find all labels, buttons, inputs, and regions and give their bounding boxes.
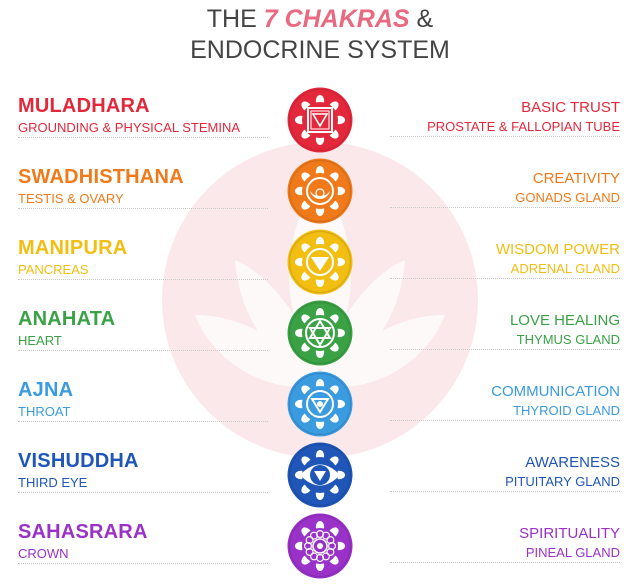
chakra-row-manipura: MANIPURA PANCREAS WISDOM POWER ADRENAL GLAN… [0, 224, 640, 304]
anahata-chakra-icon [287, 300, 353, 366]
chakra-body-area: THROAT [18, 404, 71, 419]
chakra-name: VISHUDDHA [18, 450, 139, 472]
chakra-right-text: SPIRITUALITY PINEAL GLAND [390, 525, 620, 563]
chakra-gland: PITUITARY GLAND [505, 474, 620, 489]
swadhisthana-chakra-icon [287, 158, 353, 224]
chakra-quality: LOVE HEALING [509, 312, 620, 329]
chakra-gland: PROSTATE & FALLOPIAN TUBE [427, 119, 620, 134]
chakra-right-text: CREATIVITY GONADS GLAND [390, 170, 620, 208]
chakra-gland: THYROID GLAND [513, 403, 620, 418]
chakra-quality: BASIC TRUST [521, 99, 620, 116]
title-highlight: 7 CHAKRAS [263, 5, 410, 33]
chakra-right-text: LOVE HEALING THYMUS GLAND [390, 312, 620, 350]
chakra-right-text: COMMUNICATION THYROID GLAND [390, 383, 620, 421]
chakra-row-muladhara: MULADHARA GROUNDING & PHYSICAL STEMINA BAS… [0, 82, 640, 162]
title-ampersand: & [416, 5, 434, 33]
chakra-row-vishuddha: VISHUDDHA THIRD EYE AWARENESS PITUITARY GLA… [0, 437, 640, 517]
chakra-row-swadhisthana: SWADHISTHANA TESTIS & OVARY CREATIVITY GONA… [0, 153, 640, 233]
chakra-left-text: SAHASRARA CROWN [18, 521, 268, 564]
chakra-left-text: MULADHARA GROUNDING & PHYSICAL STEMINA [18, 95, 268, 138]
divider [18, 492, 268, 493]
chakra-body-area: TESTIS & OVARY [18, 191, 124, 206]
chakra-quality: SPIRITUALITY [519, 525, 620, 542]
chakra-row-sahasrara: SAHASRARA CROWN SPIRITUALITY PINEAL GLAND [0, 508, 640, 588]
chakra-quality: CREATIVITY [532, 170, 620, 187]
chakra-name: MANIPURA [18, 237, 128, 259]
chakra-left-text: SWADHISTHANA TESTIS & OVARY [18, 166, 268, 209]
chakra-right-text: AWARENESS PITUITARY GLAND [390, 454, 620, 492]
vishuddha-chakra-icon [287, 442, 353, 508]
chakra-quality: COMMUNICATION [491, 383, 620, 400]
chakra-left-text: ANAHATA HEART [18, 308, 268, 351]
divider [390, 207, 620, 208]
divider [18, 279, 268, 280]
divider [18, 350, 268, 351]
sahasrara-chakra-icon [287, 513, 353, 579]
chakra-body-area: HEART [18, 333, 62, 348]
chakra-quality: AWARENESS [525, 454, 620, 471]
chakra-left-text: AJNA THROAT [18, 379, 268, 422]
chakra-name: SWADHISTHANA [18, 166, 184, 188]
divider [390, 278, 620, 279]
manipura-chakra-icon [287, 229, 353, 295]
chakra-name: ANAHATA [18, 308, 116, 330]
chakra-body-area: GROUNDING & PHYSICAL STEMINA [18, 120, 240, 135]
chakra-body-area: PANCREAS [18, 262, 89, 277]
muladhara-chakra-icon [287, 87, 353, 153]
chakra-row-ajna: AJNA THROAT COMMUNICATION THYROID GLAND [0, 366, 640, 446]
divider [18, 563, 268, 564]
chakra-left-text: MANIPURA PANCREAS [18, 237, 268, 280]
divider [390, 349, 620, 350]
chakra-quality: WISDOM POWER [495, 241, 620, 258]
chakra-gland: GONADS GLAND [515, 190, 620, 205]
chakra-body-area: THIRD EYE [18, 475, 88, 490]
chakra-name: SAHASRARA [18, 521, 148, 543]
divider [390, 491, 620, 492]
chakra-left-text: VISHUDDHA THIRD EYE [18, 450, 268, 493]
divider [390, 136, 620, 137]
divider [18, 421, 268, 422]
chakra-row-anahata: ANAHATA HEART LOVE HEALING THYMUS GLAND [0, 295, 640, 375]
chakra-name: AJNA [18, 379, 74, 401]
chakra-gland: PINEAL GLAND [525, 545, 620, 560]
chakra-gland: ADRENAL GLAND [510, 261, 620, 276]
chakra-body-area: CROWN [18, 546, 69, 561]
chakra-right-text: WISDOM POWER ADRENAL GLAND [390, 241, 620, 279]
divider [18, 137, 268, 138]
page-title-line-1: THE 7 CHAKRAS & [0, 4, 640, 34]
ajna-chakra-icon [287, 371, 353, 437]
chakra-gland: THYMUS GLAND [516, 332, 620, 347]
divider [390, 562, 620, 563]
chakra-name: MULADHARA [18, 95, 150, 117]
page-title-line-2: ENDOCRINE SYSTEM [190, 36, 450, 64]
chakra-right-text: BASIC TRUST PROSTATE & FALLOPIAN TUBE [390, 99, 620, 137]
divider [18, 208, 268, 209]
divider [390, 420, 620, 421]
title-text-the: THE [206, 5, 257, 33]
